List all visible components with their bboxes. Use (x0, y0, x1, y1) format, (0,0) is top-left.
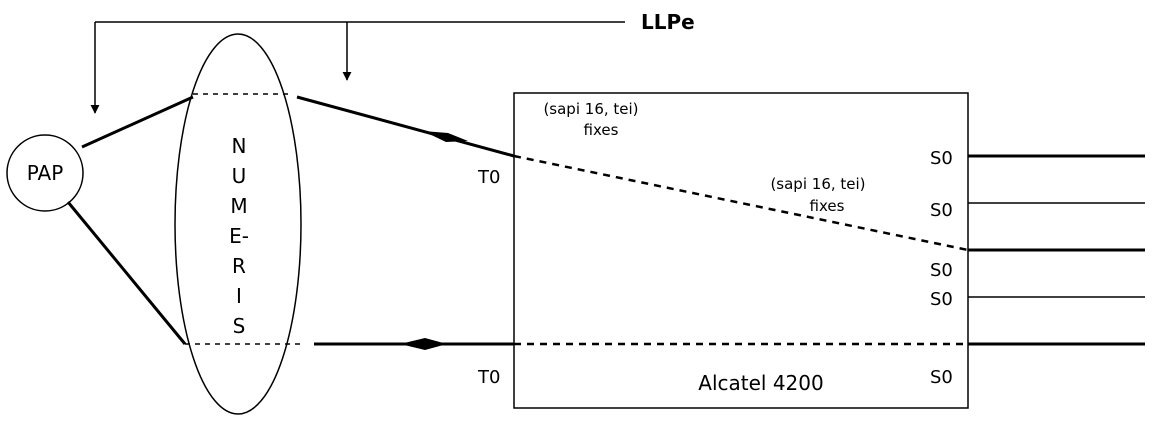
numeris-letter: E- (229, 224, 249, 248)
numeris-letter: I (236, 284, 242, 308)
llpe-label: LLPe (641, 10, 695, 34)
numeris-letter: U (232, 164, 247, 188)
pap-lower-link (66, 201, 187, 345)
upper-trunk-line (296, 95, 515, 158)
numeris-letter: R (232, 254, 246, 278)
numeris-letter: S (233, 314, 246, 338)
s0-label: S0 (930, 289, 953, 310)
pap-upper-link (81, 95, 194, 149)
s0-label: S0 (930, 200, 953, 221)
internal-diagonal-path (513, 154, 969, 252)
alcatel-4200-box: Alcatel 4200 (513, 92, 969, 409)
pap-label: PAP (27, 161, 64, 185)
annotation-mid-line2: fixes (810, 197, 845, 215)
annotation-mid-line1: (sapi 16, tei) (770, 175, 865, 193)
numeris-letter: N (232, 134, 247, 158)
box-title: Alcatel 4200 (698, 371, 823, 395)
upper-trunk-flow-arrow (423, 131, 468, 142)
annotation-top-line1: (sapi 16, tei) (543, 100, 638, 118)
s0-label: S0 (930, 367, 953, 388)
numeris-network: N U M E- R I S (174, 33, 302, 415)
s0-label: S0 (930, 148, 953, 169)
annotation-top-line2: fixes (584, 121, 619, 139)
s0-label: S0 (930, 260, 953, 281)
pap-node: PAP (6, 134, 84, 212)
t0-label-top: T0 (477, 167, 500, 188)
numeris-letter: M (230, 194, 247, 218)
lower-trunk-flow-arrow (400, 338, 447, 350)
t0-label-bottom: T0 (477, 367, 500, 388)
